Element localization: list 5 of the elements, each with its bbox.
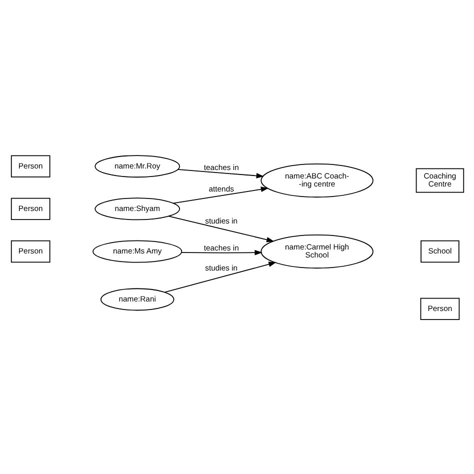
arrow (176, 168, 264, 178)
arrow (172, 186, 268, 204)
arrow (168, 215, 274, 242)
arrow (180, 249, 262, 255)
arrow (164, 261, 276, 292)
